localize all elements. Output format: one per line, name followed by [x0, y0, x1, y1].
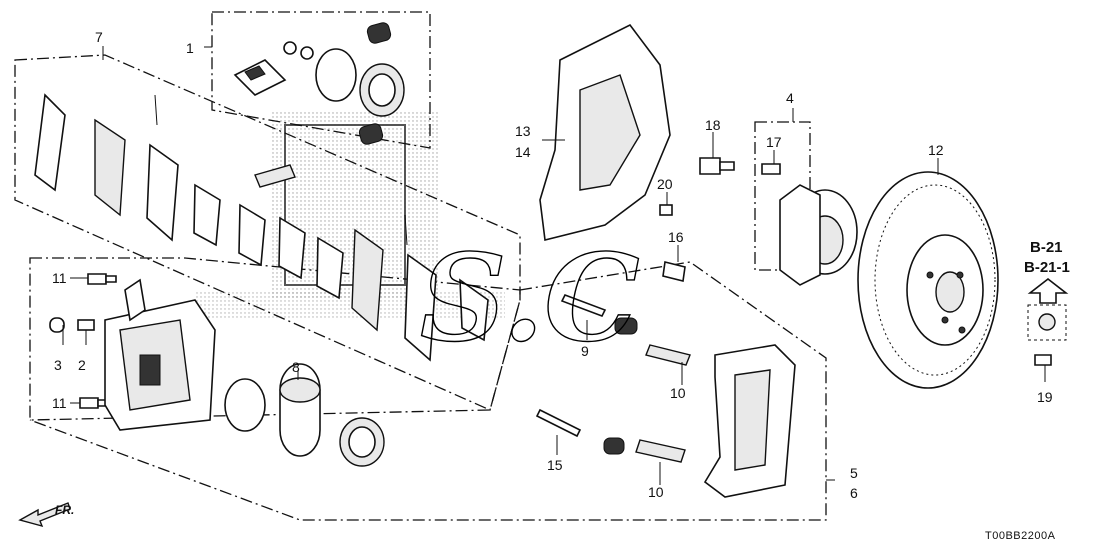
reference-page-b21-1[interactable]: B-21-1 — [1024, 259, 1070, 276]
seal-kit-parts — [233, 22, 405, 145]
seal-kit-outline — [211, 11, 431, 149]
svg-text:FR.: FR. — [55, 503, 74, 517]
callout-2: 2 — [78, 357, 86, 373]
callout-11-lower: 11 — [52, 395, 67, 411]
bleeder-parts — [49, 317, 95, 333]
caliper-bolts — [79, 273, 117, 409]
callout-18: 18 — [705, 117, 721, 133]
caliper-body — [104, 278, 216, 431]
callout-17: 17 — [766, 134, 782, 150]
bracket-outline — [29, 261, 827, 521]
callout-9: 9 — [581, 343, 589, 359]
brake-disc — [857, 171, 1052, 389]
reference-page-b21[interactable]: B-21 — [1030, 239, 1063, 256]
piston-set — [224, 363, 385, 467]
front-arrow-icon — [18, 502, 71, 528]
callout-1: 1 — [186, 40, 194, 56]
up-arrow-icon — [1027, 277, 1069, 304]
callout-3: 3 — [54, 357, 62, 373]
reference-nut — [1027, 277, 1069, 341]
brake-pads — [34, 93, 489, 362]
caliper-bracket — [703, 344, 796, 498]
callout-10-lower: 10 — [648, 484, 664, 500]
hub-assembly — [699, 157, 858, 286]
pins-and-clips — [535, 261, 691, 463]
callout-5: 5 — [850, 465, 858, 481]
front-indicator: FR. — [18, 502, 74, 528]
pad-set-outline — [14, 54, 521, 411]
callout-7: 7 — [95, 29, 103, 45]
callout-10-upper: 10 — [670, 385, 686, 401]
callout-11-upper: 11 — [52, 270, 67, 286]
callout-19: 19 — [1037, 389, 1053, 405]
callout-20: 20 — [657, 176, 673, 192]
callout-16: 16 — [668, 229, 684, 245]
leader-lines — [62, 46, 1046, 485]
callout-8: 8 — [292, 359, 300, 375]
watermark-text: S.C — [420, 228, 640, 369]
drawing-code: T00BB2200A — [985, 530, 1056, 542]
splash-guard — [539, 23, 673, 241]
callout-12: 12 — [928, 142, 944, 158]
caliper-outline — [29, 257, 521, 421]
callout-4: 4 — [786, 90, 794, 106]
callout-6: 6 — [850, 485, 858, 501]
callout-13: 13 — [515, 123, 531, 139]
callout-14: 14 — [515, 144, 531, 160]
callout-15: 15 — [547, 457, 563, 473]
